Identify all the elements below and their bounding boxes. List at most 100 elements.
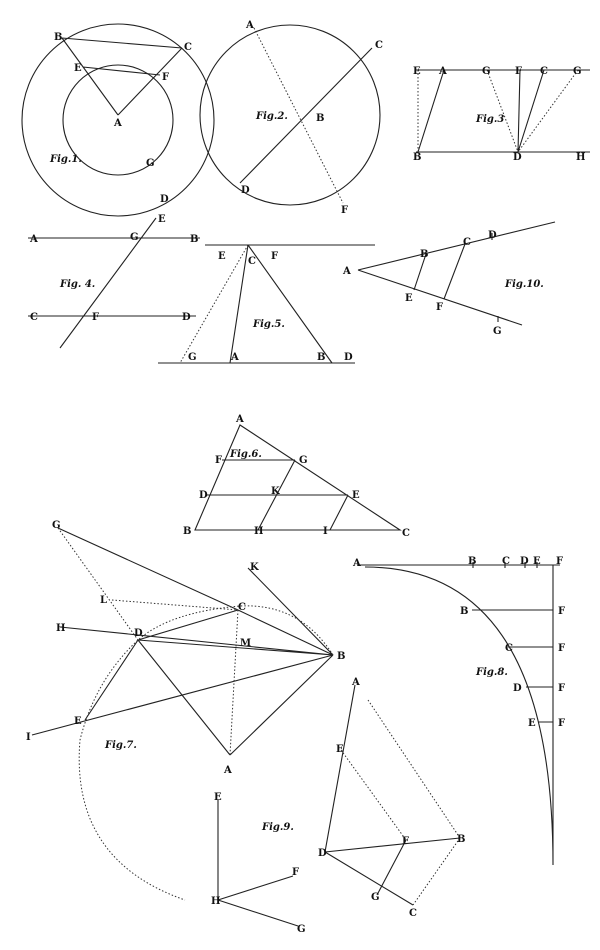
fig6-point-label: A [235,414,244,425]
fig6-point-label: K [271,486,280,497]
fig4-point-label: B [190,234,198,245]
fig7-point-label: L [100,595,107,606]
fig9-point-label: E [214,792,222,803]
fig8-point-label: F [558,683,565,694]
fig5-caption: Fig.5. [252,319,285,330]
fig10-point-label: D [488,230,497,241]
fig1-point-label: C [184,42,192,53]
fig8-point-label: E [533,556,541,567]
fig5-point-label: G [188,352,197,363]
fig1-point-label: A [113,118,122,129]
figure-7 [31,527,334,901]
fig6-point-label: C [402,528,410,539]
fig9-point-label: E [336,744,344,755]
fig3-caption: Fig.3 [475,114,504,125]
fig7-point-label: G [52,520,61,531]
fig4-point-label: G [130,232,139,243]
fig10-caption: Fig.10. [504,279,544,290]
fig5-point-label: A [230,352,239,363]
figure-5 [158,244,375,364]
fig8-caption: Fig.8. [475,667,508,678]
fig1-point-label: D [160,194,169,205]
fig6-point-label: H [254,526,263,537]
fig5-point-label: B [317,352,325,363]
fig2-point-label: A [245,20,254,31]
fig9-point-label: H [211,896,220,907]
fig9-point-label: F [402,836,409,847]
fig8-point-label: F [558,643,565,654]
fig10-point-label: A [342,266,351,277]
fig7-caption: Fig.7. [104,740,137,751]
fig6-point-label: B [183,526,191,537]
figure-6 [194,424,402,531]
fig10-point-label: E [405,293,413,304]
fig9-point-label: C [409,908,417,919]
fig3-point-label: G [482,66,491,77]
fig8-point-label: C [505,643,513,654]
fig10-point-label: G [493,326,502,337]
fig1-point-label: G [146,158,155,169]
fig8-point-label: F [558,606,565,617]
fig9-point-label: G [297,924,306,935]
fig9-point-label: F [292,867,299,878]
fig5-point-label: D [344,352,353,363]
fig9-point-label: B [457,834,465,845]
fig10-point-label: C [463,237,471,248]
fig8-point-label: C [502,556,510,567]
fig2-point-label: C [375,40,383,51]
fig8-point-label: F [556,556,563,567]
fig6-point-label: E [352,490,360,501]
fig8-point-label: E [528,718,536,729]
fig4-point-label: E [158,214,166,225]
fig7-point-label: B [337,651,345,662]
fig4-caption: Fig. 4. [59,279,95,290]
figure-4 [28,217,200,349]
fig10-point-label: B [420,249,428,260]
fig3-point-label: F [515,66,522,77]
fig9-point-label: G [371,892,380,903]
fig7-point-label: K [250,562,259,573]
fig7-point-label: I [26,732,31,743]
fig7-point-label: H [56,623,65,634]
figure-8 [357,562,560,866]
fig5-point-label: E [218,251,226,262]
figure-10 [357,221,556,326]
fig4-point-label: D [182,312,191,323]
fig8-point-label: A [352,558,361,569]
fig3-point-label: H [576,152,585,163]
fig3-point-label: E [413,66,421,77]
fig2-point-label: B [316,113,324,124]
fig7-point-label: C [238,602,246,613]
fig2-caption: Fig.2. [255,111,288,122]
figure-9 [217,684,461,927]
fig7-point-label: A [223,765,232,776]
fig10-point-label: F [436,302,443,313]
fig9-point-label: D [318,848,327,859]
fig4-point-label: F [92,312,99,323]
fig7-point-label: D [134,628,143,639]
fig1-point-label: F [162,72,169,83]
fig6-point-label: D [199,490,208,501]
fig9-point-label: A [351,677,360,688]
fig3-point-label: B [413,152,421,163]
fig2-point-label: F [341,205,348,216]
figure-1 [21,23,215,217]
fig5-point-label: F [271,251,278,262]
fig3-point-label: C [540,66,548,77]
fig1-point-label: E [74,63,82,74]
fig4-point-label: A [29,234,38,245]
fig8-point-label: B [460,606,468,617]
fig3-point-label: D [513,152,522,163]
fig8-point-label: D [520,556,529,567]
fig8-point-label: F [558,718,565,729]
fig4-point-label: C [30,312,38,323]
fig6-caption: Fig.6. [229,449,262,460]
fig2-point-label: D [241,185,250,196]
fig7-point-label: E [74,716,82,727]
figure-3 [416,69,590,153]
fig6-point-label: F [215,455,222,466]
fig3-point-label: A [438,66,447,77]
fig1-caption: Fig.1. [49,154,82,165]
